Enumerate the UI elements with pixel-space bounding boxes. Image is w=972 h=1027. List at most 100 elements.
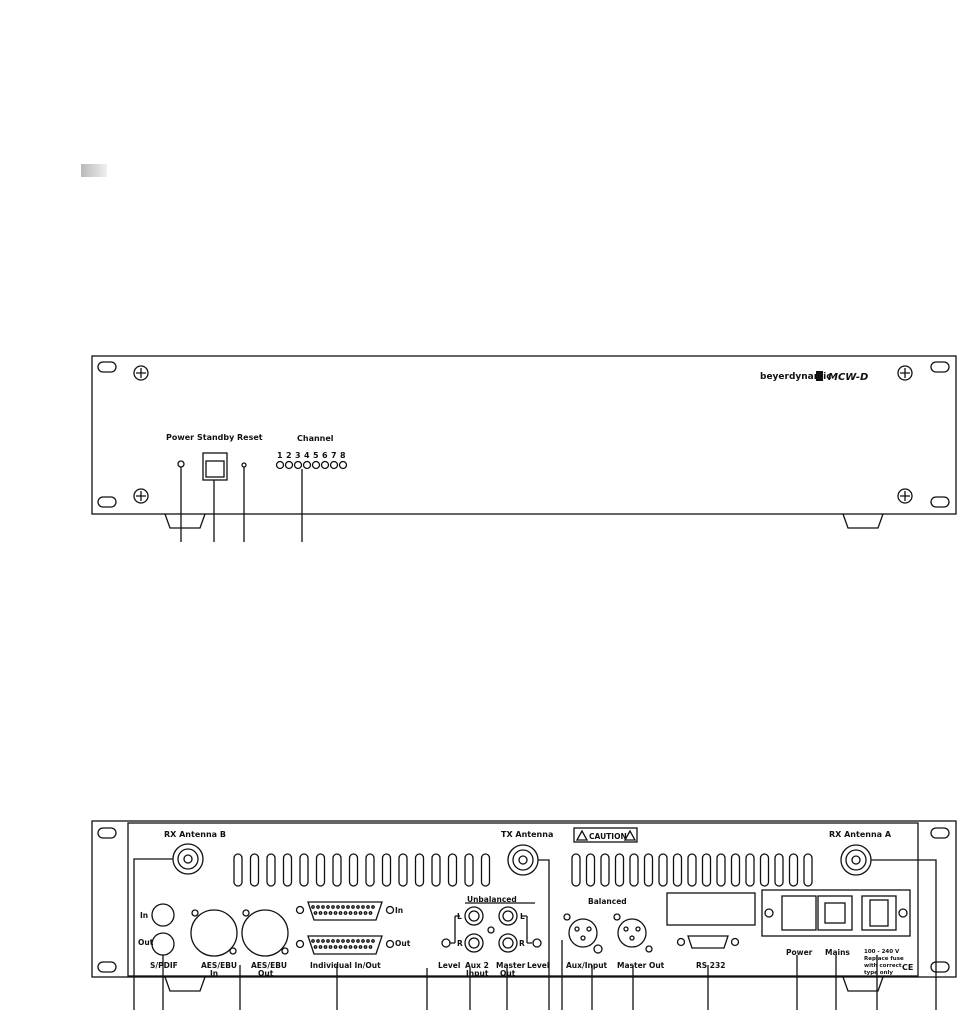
aux2-l-rca-icon [464,906,484,926]
vent-slot [447,853,458,887]
pin-icon [346,905,350,909]
pin-icon [366,905,370,909]
individual-out-label: Out [395,939,411,948]
indicator-led-icon [487,926,495,934]
aux2-level-trim[interactable] [441,938,451,948]
lr-bracket-left [450,915,460,944]
rack-hole-icon [97,827,117,839]
mains-switch[interactable] [817,895,853,931]
vent-slot [716,853,726,887]
rx-antenna-b-connector-icon [172,843,204,875]
mains-label: Mains [825,948,850,957]
fuse-icon [869,899,889,927]
master-level-trim[interactable] [532,938,542,948]
rack-hole-icon [97,961,117,973]
vent-slot [365,853,375,887]
tx-antenna-connector-icon [507,844,539,876]
pin-icon [311,905,315,909]
aux2-r-label: R [457,939,463,948]
aux2-level-label: Level [438,961,460,970]
vent-slot [774,853,784,887]
pin-icon [343,911,348,915]
pin-icon [363,911,368,915]
vent-slot [701,853,712,887]
individual-out-connector-icon [295,935,395,955]
vent-slot [464,853,474,887]
vent-slot [480,853,491,887]
rack-hole-icon [930,961,950,973]
master-out-label: Master Out [617,961,665,970]
aux-input-label: Aux/Input [566,961,608,970]
pin-icon [356,939,360,943]
pin-icon [368,911,373,915]
screw-icon [897,488,913,504]
spdif-in-label: In [140,911,148,920]
warning-icon [575,829,637,841]
fuse-warning-1: Replace fuse [864,956,904,962]
power-module [761,889,911,937]
pin-icon [356,905,360,909]
channel-number: 6 [322,451,328,460]
pin-icon [338,945,343,949]
reset-label: Reset [237,433,263,442]
individual-in-connector-icon [295,901,395,921]
vent-slot [585,853,596,887]
front-callout-lines [180,467,303,542]
vent-slot [233,853,243,887]
rear-inner-plate [127,822,919,977]
power-led-icon [177,460,185,468]
rear-panel-outline [91,820,957,978]
aux2-r-rca-icon [464,933,484,953]
standby-button[interactable] [202,452,228,481]
pin-icon [316,939,320,943]
pin-icon [318,911,323,915]
fuse-voltage-label: 100 - 240 V [864,949,900,955]
aux2-input-label: Aux 2 [465,961,489,970]
vent-slot [788,853,799,887]
label-plate [666,892,756,926]
pin-icon [323,945,328,949]
rear-panel [91,820,957,1010]
vent-slot [348,853,359,887]
pin-icon [358,945,363,949]
vent-slot [643,853,654,887]
pin-icon [363,945,368,949]
fuse-warning-2: with correct [864,963,902,969]
lr-bracket-right [522,915,532,944]
screw-icon [133,365,149,381]
master-r-label: R [519,939,525,948]
master-r-rca-icon [498,933,518,953]
pin-icon [366,939,370,943]
vent-slot [803,853,813,887]
aux2-l-label: L [457,912,462,921]
pin-icon [353,945,358,949]
pin-icon [321,905,325,909]
channel-leds [275,460,348,470]
reset-button[interactable] [241,462,247,468]
pin-icon [368,945,373,949]
foot-icon [164,513,206,529]
individual-in-out-label: Individual In/Out [310,961,381,970]
aes-ebu-out-sublabel: Out [258,969,274,978]
standby-button-cap-icon [205,460,225,478]
vent-slot [672,853,683,887]
aux2-input-sublabel: Input [466,969,489,978]
ce-mark: CE [902,963,913,972]
aes-ebu-in-sublabel: In [210,969,218,978]
vent-slot [658,853,668,887]
channel-number: 4 [304,451,310,460]
power-inlet-label: Power [786,948,813,957]
pin-icon [323,911,328,915]
model-logo: MCW-D [828,372,868,383]
vent-slot [730,853,741,887]
aes-ebu-in-label: AES/EBU [201,961,237,970]
front-panel [91,355,957,542]
pin-icon [313,945,318,949]
fuse-holder[interactable] [861,895,897,931]
pin-icon [321,939,325,943]
vent-slot [759,853,770,887]
rack-hole-icon [97,496,117,508]
rear-callout-lines [133,858,937,1010]
pin-icon [343,945,348,949]
